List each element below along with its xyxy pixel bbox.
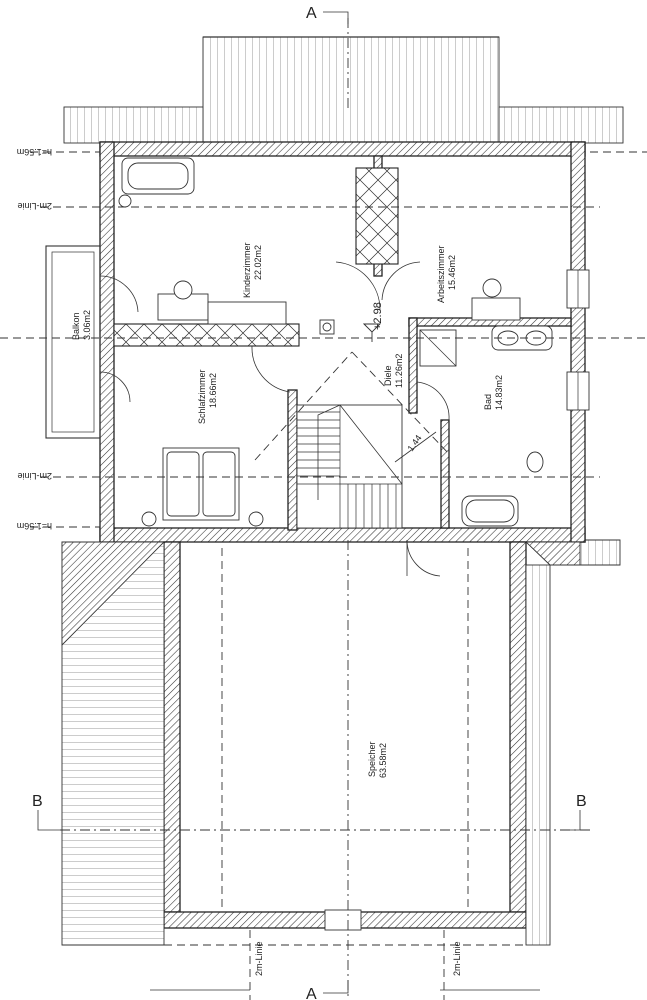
dormer-roof <box>202 36 500 144</box>
roof-left-lower <box>61 541 166 946</box>
line-bottom-right-label: 2m-Linie <box>452 941 462 976</box>
diele-diagonals <box>254 351 451 461</box>
height-mid-left-label: h=1.56m <box>17 521 52 531</box>
speicher-area: 63.58m2 <box>378 743 388 778</box>
section-line-a <box>323 11 349 1000</box>
level-label: +2.98 <box>372 302 384 330</box>
section-b-left-label: B <box>32 793 43 810</box>
eaves-right <box>498 106 624 144</box>
level-marker <box>362 323 382 342</box>
section-line-b <box>37 810 590 831</box>
diele-label: Diele <box>383 365 393 386</box>
arbeitszimmer-area: 15.46m2 <box>447 255 457 290</box>
diele-area: 11.26m2 <box>394 354 404 388</box>
line-bottom-left-label: 2m-Linie <box>254 941 264 976</box>
arbeitszimmer-label: Arbeitszimmer <box>436 245 446 303</box>
section-b-right-label: B <box>576 793 587 810</box>
balkon-label: Balkon <box>71 312 81 340</box>
schlafzimmer-label: Schlafzimmer <box>197 369 207 424</box>
stair-dimension <box>394 431 437 463</box>
section-a-bottom-label: A <box>306 986 317 1000</box>
eaves-lower-right <box>579 539 621 566</box>
bad-area: 14.83m2 <box>494 375 504 410</box>
section-a-top-label: A <box>306 5 317 22</box>
dimension-lines <box>0 151 647 1000</box>
schlafzimmer-area: 18.66m2 <box>208 373 218 408</box>
furniture <box>118 157 553 527</box>
bad-label: Bad <box>483 394 493 410</box>
height-top-left-label: h=1.56m <box>17 147 52 157</box>
line-mid-left-label: 2m-Linie <box>17 471 52 481</box>
windows <box>566 269 590 411</box>
kinderzimmer-label: Kinderzimmer <box>242 242 252 298</box>
eaves-left <box>63 106 204 144</box>
staircase <box>296 404 403 529</box>
speicher-walls <box>163 541 527 931</box>
kinderzimmer-area: 22.02m2 <box>253 245 263 280</box>
balkon-area: 3.06m2 <box>82 310 92 340</box>
balcony <box>45 245 101 439</box>
line-top-left-label: 2m-Linie <box>17 201 52 211</box>
doors <box>99 261 450 577</box>
roof-right-lower <box>524 541 581 946</box>
chimney-shaft <box>319 167 399 335</box>
speicher-label: Speicher <box>367 741 377 777</box>
speicher-guide-lines <box>164 548 526 946</box>
